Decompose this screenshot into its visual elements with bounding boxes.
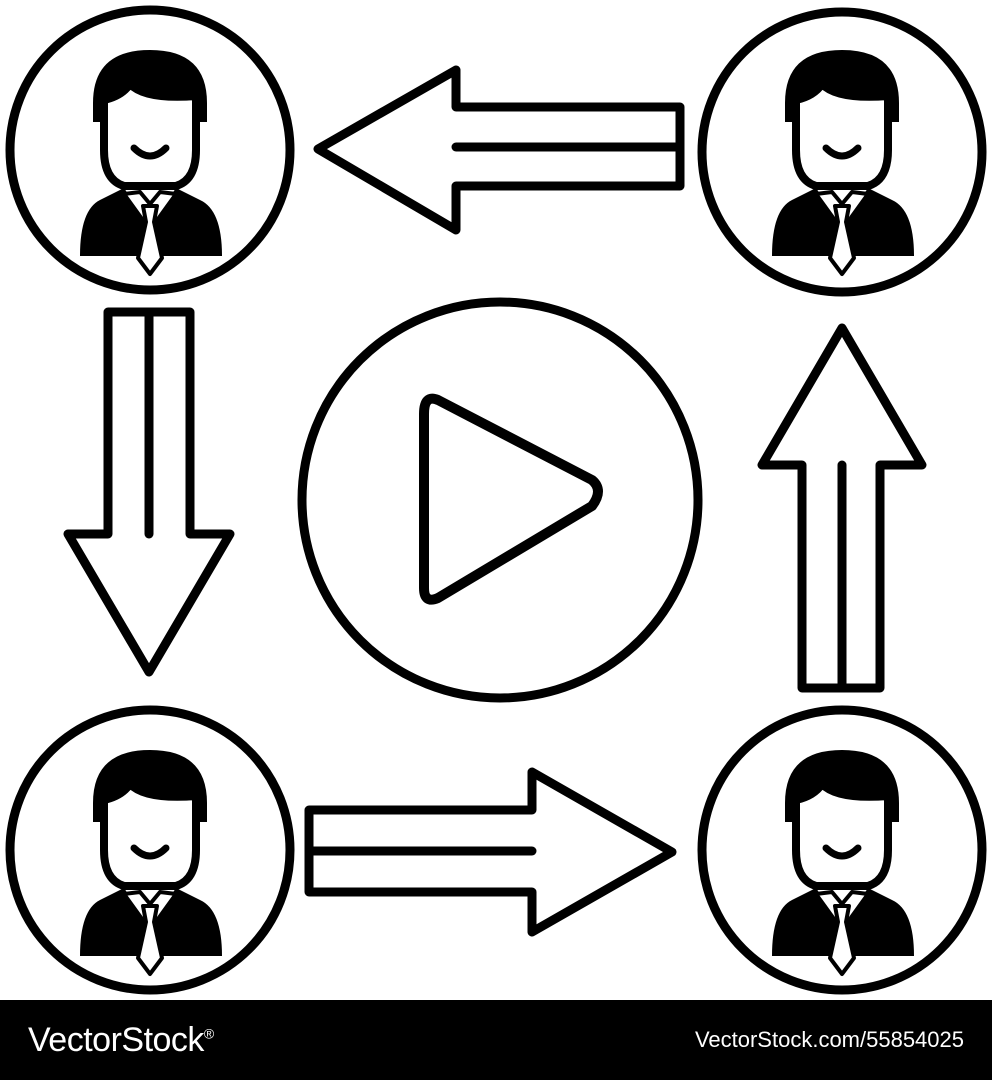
arrow-down-icon	[63, 307, 235, 677]
person-bottom-left	[5, 705, 295, 995]
play-button-graphic	[297, 297, 703, 703]
avatar-circle	[5, 5, 295, 295]
arrow-up-icon	[757, 323, 927, 693]
play-circle	[297, 297, 703, 703]
businessman-icon	[772, 750, 914, 974]
vectorstock-logo: VectorStock®	[28, 1020, 214, 1059]
businessman-icon	[80, 750, 222, 974]
person-top-left	[5, 5, 295, 295]
image-id-text: VectorStock.com/55854025	[694, 1027, 964, 1052]
person-bottom-right	[697, 705, 987, 995]
arrow-left-icon	[313, 65, 685, 235]
person-top-right	[697, 7, 987, 297]
workflow-diagram	[5, 5, 987, 995]
avatar-circle	[697, 705, 987, 995]
avatar-circle	[697, 7, 987, 297]
avatar-circle	[5, 705, 295, 995]
watermark-bar: VectorStock® VectorStock.com/55854025	[0, 1000, 992, 1080]
play-icon	[419, 393, 603, 605]
businessman-icon	[80, 50, 222, 274]
businessman-icon	[772, 50, 914, 274]
arrow-right-icon	[304, 767, 677, 937]
